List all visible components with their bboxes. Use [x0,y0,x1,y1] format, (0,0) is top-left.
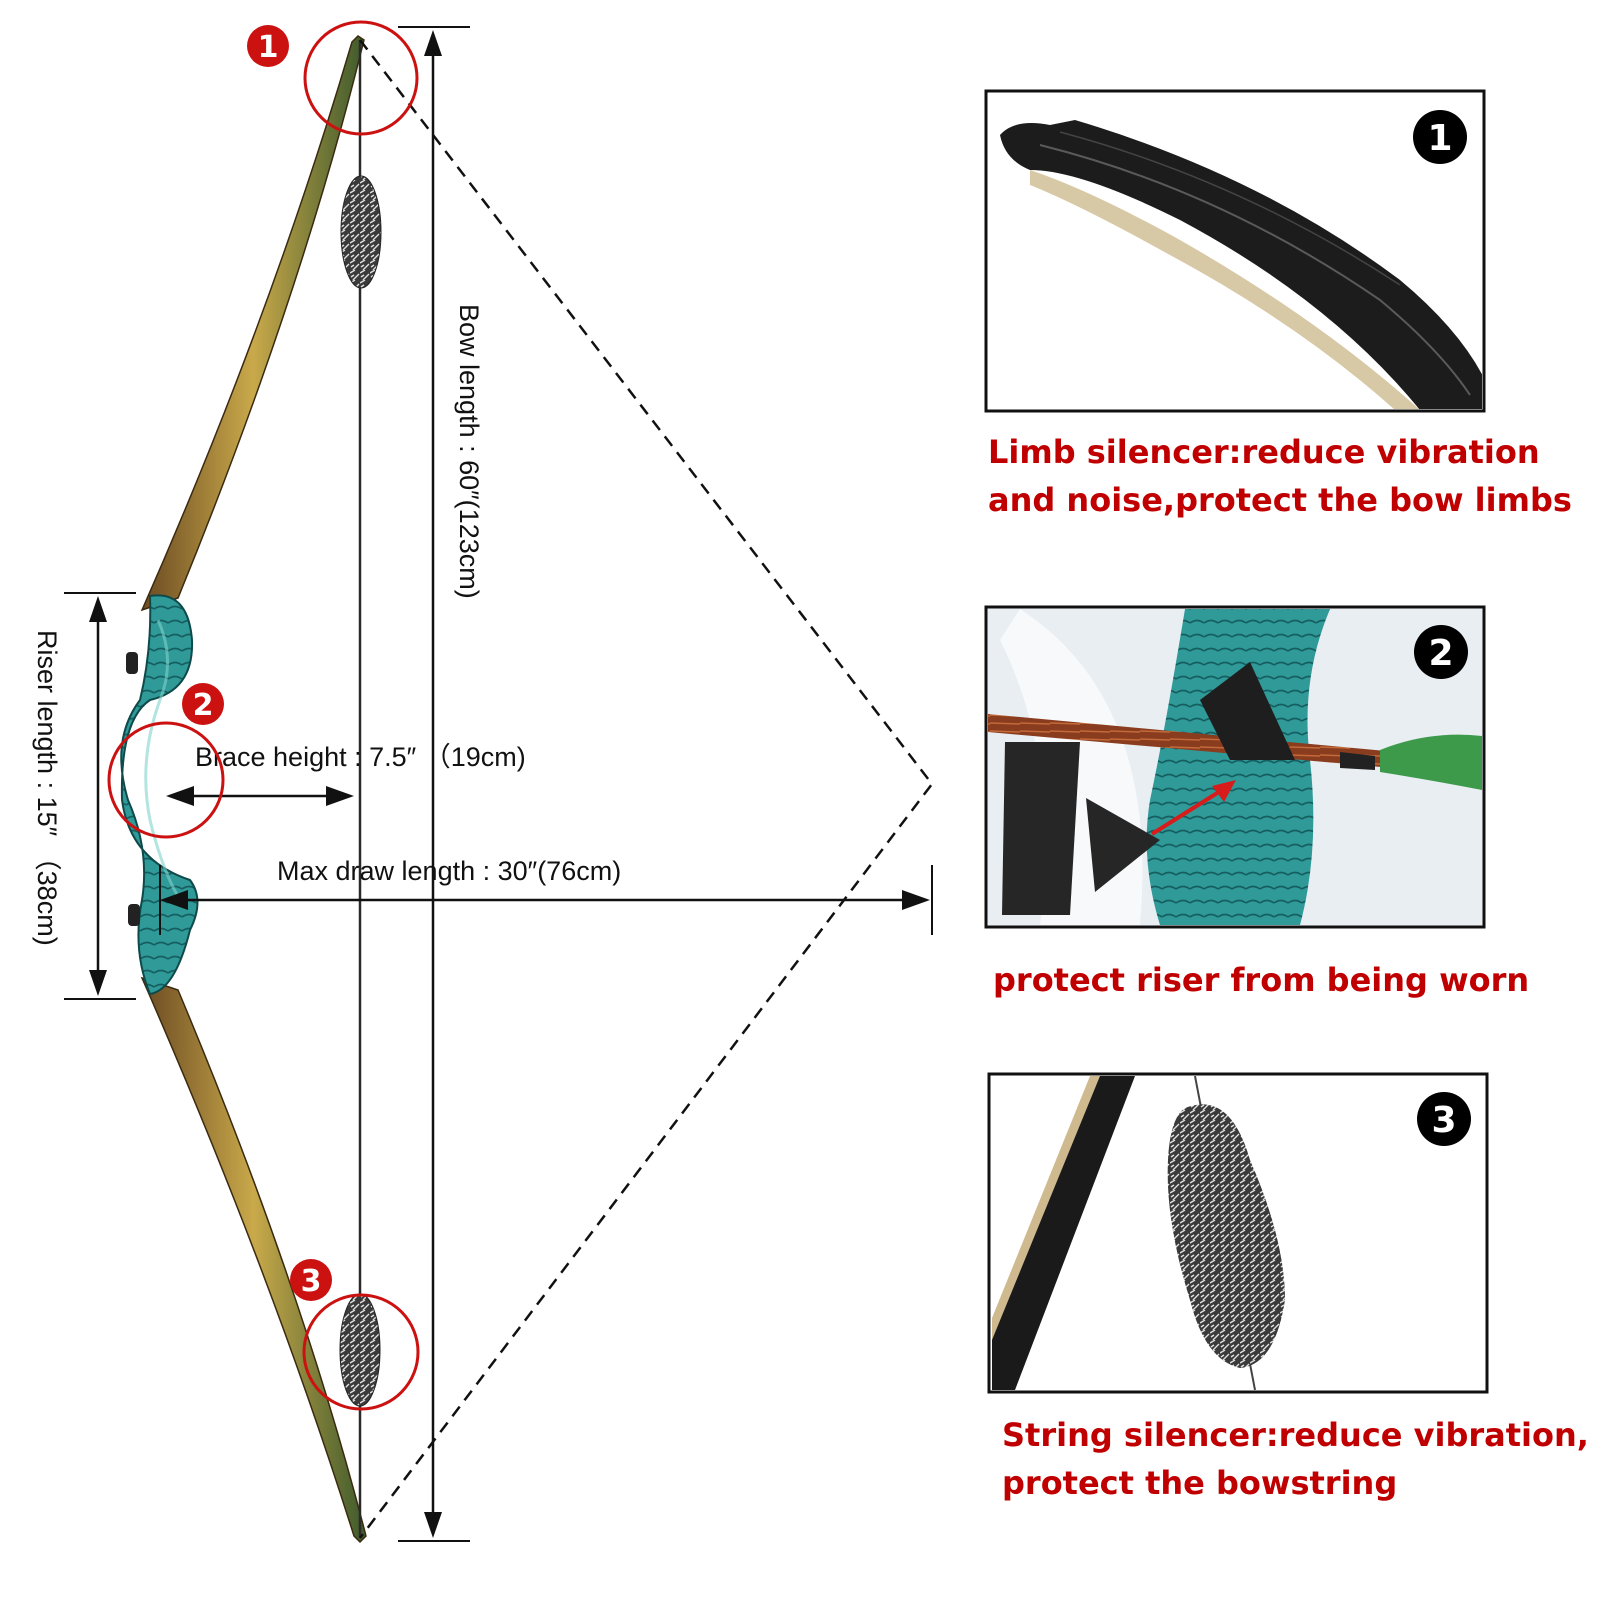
panel-2-caption: protect riser from being worn [993,956,1529,1004]
arrow-plate-pad-image [1086,798,1160,892]
svg-text:2: 2 [193,688,214,723]
callout-circle-2 [107,721,225,839]
panel-3-caption-line-2: protect the bowstring [1002,1464,1398,1502]
max-draw-arrow-right [902,890,930,910]
marker-3: 3 [290,1259,332,1301]
callout-circle-1 [303,20,419,136]
riser-wood-image [1146,609,1330,925]
limb-image [992,1076,1135,1390]
upper-string-silencer [340,175,382,289]
riser-length-label: Riser length : 15″ （38cm) [32,630,62,946]
dimension-lines [64,26,934,1542]
indicator-arrow-image [1150,788,1224,836]
detail-panel-2: 2 [984,605,1486,929]
detail-panel-1: 1 [984,89,1486,413]
detail-panel-3: 3 [987,1072,1489,1394]
bow-length-arrow-bottom [424,1512,442,1538]
upper-limb-bolt [126,652,138,674]
panel-1-caption-line-1: Limb silencer:reduce vibration [988,433,1540,471]
marker-2: 2 [182,683,224,725]
lower-string-silencer [339,1293,381,1407]
bow-illustration [120,35,382,1544]
panel-1-caption-line-2: and noise,protect the bow limbs [988,481,1572,519]
svg-text:1: 1 [258,30,279,65]
draw-triangle-dashed [359,39,934,1539]
marker-1: 1 [247,25,289,67]
lower-limb-bolt [128,904,140,926]
bow-length-arrow-top [424,30,442,56]
riser-length-arrow-top [89,596,107,622]
panel-3-number: 3 [1431,1100,1456,1141]
panel-1-number: 1 [1427,118,1452,159]
max-draw-length-label: Max draw length : 30″(76cm) [277,856,621,886]
brace-height-arrow-right [326,786,354,806]
callout-circle-3 [302,1293,420,1411]
panel-2-caption-line-1: protect riser from being worn [993,961,1530,999]
panel-3-caption: String silencer:reduce vibration, protec… [1002,1411,1589,1507]
arrow-rest-pad-image [1002,742,1080,915]
svg-text:3: 3 [301,1264,322,1299]
panel-3-caption-line-1: String silencer:reduce vibration, [1002,1416,1589,1454]
panel-1-caption: Limb silencer:reduce vibration and noise… [988,428,1572,524]
bow-length-label: Bow length : 60″(123cm) [454,304,484,599]
fur-silencer-image [1167,1104,1285,1368]
riser-highlight [144,619,182,901]
brace-height-arrow-left [166,786,194,806]
callouts: 1 2 3 [107,20,420,1411]
panel-2-number: 2 [1428,633,1453,674]
brace-height-label: Brace height : 7.5″ （19cm) [195,742,526,772]
upper-limb [140,35,365,612]
lower-limb [140,976,367,1544]
limb-tip-image [1000,120,1482,409]
riser-length-arrow-bottom [89,970,107,996]
max-draw-arrow-left [160,890,188,910]
